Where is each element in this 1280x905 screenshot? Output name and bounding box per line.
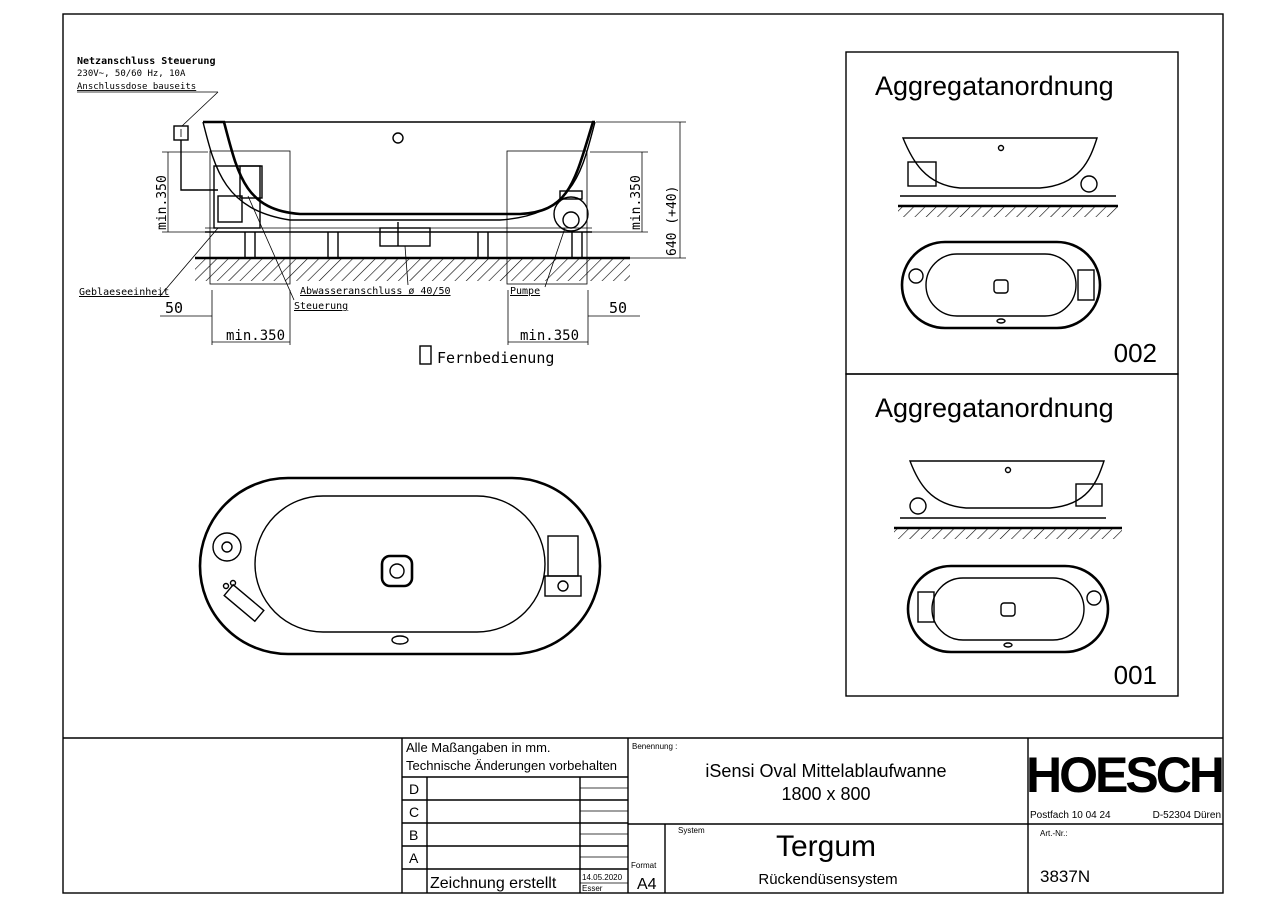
created-label: Zeichnung erstellt (430, 875, 557, 892)
control-label: Steuerung (294, 301, 348, 312)
power-note-line2: 230V~, 50/60 Hz, 10A (77, 69, 186, 79)
right-height-dim: min.350 (629, 175, 644, 230)
panel-001-number: 001 (1114, 660, 1157, 690)
artnr-label: Art.-Nr.: (1040, 829, 1068, 838)
panel-002-drawing (898, 137, 1118, 330)
overflow-icon (392, 132, 404, 144)
product-size: 1800 x 800 (781, 784, 870, 804)
system-sub: Rückendüsensystem (758, 871, 897, 888)
control-top-icon (212, 532, 242, 562)
note-line1: Alle Maßangaben in mm. (406, 740, 551, 755)
revision-a: A (409, 850, 419, 866)
revision-c: C (409, 804, 419, 820)
drawing-frame (62, 13, 1224, 894)
title-block: Alle Maßangaben in mm. Technische Änderu… (63, 737, 1225, 893)
power-note-line1: Netzanschluss Steuerung (77, 56, 215, 67)
panel-001-drawing (894, 460, 1122, 654)
pump-label: Pumpe (510, 286, 540, 297)
right-offset-dim: 50 (609, 299, 627, 317)
product-name: iSensi Oval Mittelablaufwanne (705, 761, 946, 781)
remote-icon (419, 345, 432, 365)
tub-outline (203, 120, 595, 216)
total-height-dim: 640 (+40) (665, 186, 680, 256)
remote-top-icon (223, 583, 265, 623)
side-view: Netzanschluss Steuerung 230V~, 50/60 Hz,… (77, 56, 686, 367)
format-label: Format (631, 861, 657, 870)
drain-label: Abwasseranschluss ø 40/50 (300, 286, 451, 297)
tub-top-outline (198, 476, 602, 656)
brand-logo: HOESCH (1026, 747, 1222, 803)
right-min-dim: min.350 (520, 328, 579, 344)
note-line2: Technische Änderungen vorbehalten (406, 758, 617, 773)
top-view (198, 476, 602, 656)
created-by: Esser (582, 884, 603, 893)
address-left: Postfach 10 04 24 (1030, 810, 1111, 821)
blower-top-icon (547, 535, 579, 577)
left-min-dim: min.350 (226, 328, 285, 344)
power-note-line3: Anschlussdose bauseits (77, 82, 196, 92)
format-value: A4 (637, 876, 657, 893)
drain-icon (379, 227, 431, 247)
revision-d: D (409, 781, 419, 797)
panel-001-title: Aggregatanordnung (875, 393, 1114, 423)
remote-label: Fernbedienung (437, 349, 554, 367)
created-date: 14.05.2020 (582, 873, 623, 882)
blower-label: Geblaeseeinheit (79, 287, 169, 298)
pump-icon (553, 196, 589, 232)
address-right: D-52304 Düren (1153, 810, 1221, 821)
panel-002-number: 002 (1114, 338, 1157, 368)
system-label: System (678, 826, 705, 835)
panel-002-title: Aggregatanordnung (875, 71, 1114, 101)
panel-001 (845, 373, 1179, 697)
benennung-label: Benennung : (632, 742, 677, 751)
drain-top-icon (380, 554, 414, 588)
left-offset-dim: 50 (165, 299, 183, 317)
revision-b: B (409, 827, 418, 843)
artnr-value: 3837N (1040, 867, 1090, 886)
system-name: Tergum (776, 830, 876, 863)
left-height-dim: min.350 (155, 175, 170, 230)
